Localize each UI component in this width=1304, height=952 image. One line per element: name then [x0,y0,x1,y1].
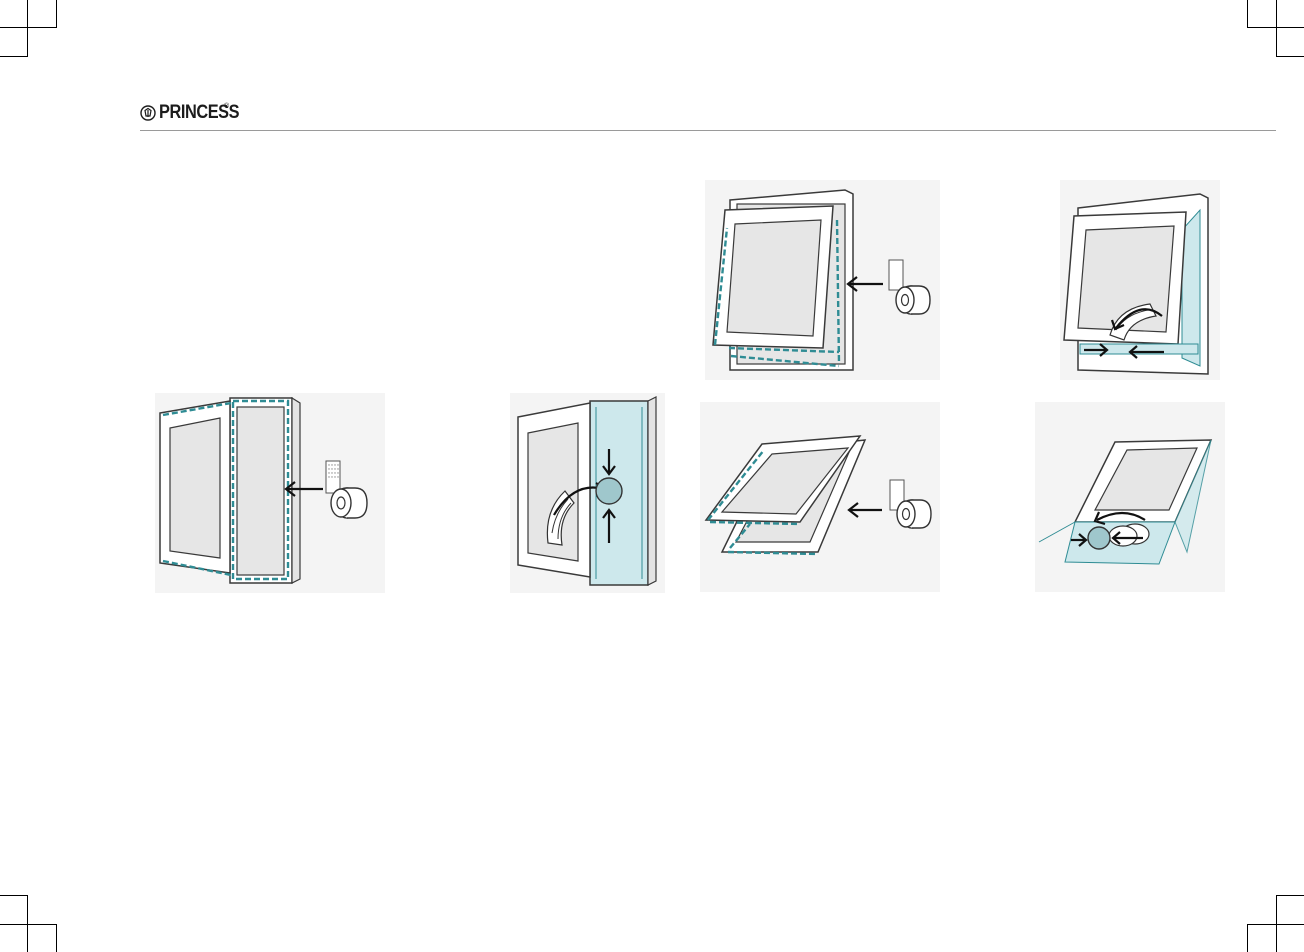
crop-mark-top-left-v [27,0,28,27]
crop-mark-bottom-left-v [27,925,28,952]
crop-mark-bottom-left-inner-v [27,895,28,925]
crop-mark-bottom-left-h2 [0,924,27,925]
crop-mark-top-right-v [1247,0,1248,27]
header-divider [140,130,1276,131]
crop-mark-top-right-h2 [1277,56,1304,57]
crop-mark-bottom-right-inner-h [1247,924,1277,925]
crop-mark-top-left-h [0,27,27,28]
brand-registered-mark: ® [224,103,229,110]
crop-mark-top-left-h2 [0,56,27,57]
brand-logo: PRINCESS ® [140,101,252,125]
crop-mark-top-left-v2 [56,0,57,27]
roof-window-tape-figure [700,402,940,592]
casement-window-tape-figure [155,393,385,593]
awning-window-hose-figure [1060,180,1220,380]
crop-mark-top-left-inner-h [27,27,57,28]
crop-mark-bottom-right-h2 [1277,924,1304,925]
crop-mark-top-right-inner-v [1276,27,1277,57]
crop-mark-bottom-right-v2 [1276,925,1277,952]
crop-mark-top-right-inner-h [1247,27,1277,28]
crop-mark-bottom-right-inner-v [1276,895,1277,925]
crop-mark-top-left-inner-v [27,27,28,57]
roof-window-hose-figure [1035,402,1225,592]
crop-mark-top-right-v2 [1276,0,1277,27]
crop-mark-bottom-right-h [1277,895,1304,896]
casement-window-hose-figure [510,393,665,593]
crop-mark-bottom-left-inner-h [27,924,57,925]
crop-mark-bottom-right-v [1247,925,1248,952]
brand-crown-icon [140,105,156,121]
crop-mark-bottom-left-v2 [56,925,57,952]
crop-mark-top-right-h [1277,27,1304,28]
crop-mark-bottom-left-h [0,895,27,896]
awning-window-tape-figure [705,180,940,380]
